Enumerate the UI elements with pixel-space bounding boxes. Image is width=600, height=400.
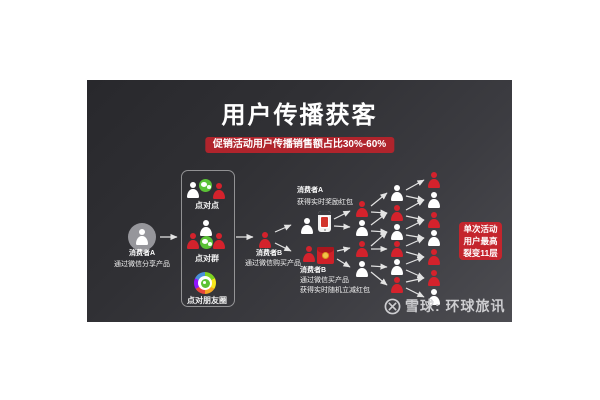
presentation-slide: 用户传播获客 促销活动用户传播销售额占比30%-60% 消费者A 通过微信分享产…	[87, 80, 512, 322]
user-icon-red	[427, 270, 441, 286]
reward-b-desc1: 通过微信买产品	[300, 277, 349, 284]
arrow	[370, 212, 388, 226]
arrow	[405, 251, 425, 259]
arrow	[370, 231, 388, 247]
user-icon-red	[427, 172, 441, 188]
xueqiu-logo-icon	[384, 298, 401, 314]
watermark-text: 雪球: 环球旅讯	[405, 298, 506, 314]
user-icon-white	[427, 230, 441, 246]
user-icon-red	[186, 233, 200, 249]
consumer-a-name: 消费者A	[128, 250, 156, 257]
consumer-b-desc: 通过微信购买产品	[245, 260, 301, 267]
user-icon-white	[135, 229, 149, 245]
wechat-icon	[199, 179, 212, 192]
channel-label: 点对群	[195, 254, 219, 263]
user-icon-red	[427, 212, 441, 228]
arrow	[405, 233, 425, 240]
user-icon-white	[427, 289, 441, 305]
user-icon-red	[390, 205, 404, 221]
reward-a-desc: 获得实时奖励红包	[297, 199, 353, 206]
reward-b-desc2: 获得实时随机立减红包	[300, 287, 370, 294]
arrow	[405, 219, 425, 230]
arrow	[336, 258, 351, 268]
user-icon-red	[390, 277, 404, 293]
arrow	[336, 246, 351, 253]
channel-label: 点对点	[195, 201, 219, 210]
arrow	[405, 215, 425, 222]
user-icon-white	[186, 182, 200, 198]
arrow	[405, 195, 425, 202]
arrow	[370, 192, 388, 207]
callout-line: 裂变11层	[463, 248, 498, 258]
page-title: 用户传播获客	[221, 102, 378, 129]
fission-depth-callout: 单次活动 用户最高 裂变11层	[459, 222, 502, 260]
consumer-b-name: 消费者B	[255, 250, 283, 257]
callout-line: 单次活动	[463, 224, 498, 234]
wechat-moments-icon	[194, 272, 216, 294]
promo-stat-badge: 促销活动用户传播销售额占比30%-60%	[204, 137, 395, 153]
user-icon-white	[390, 259, 404, 275]
arrow	[333, 210, 351, 220]
user-icon-white	[355, 220, 369, 236]
red-envelope-icon	[317, 247, 334, 264]
arrow	[405, 276, 425, 283]
channel-label: 点对朋友圈	[187, 296, 227, 305]
arrow	[333, 223, 351, 230]
wechat-icon	[200, 236, 213, 249]
wechat-channels-box	[181, 170, 235, 307]
consumer-a-avatar	[128, 223, 156, 251]
user-icon-white	[427, 192, 441, 208]
user-icon-red	[258, 232, 272, 248]
watermark: 雪球: 环球旅讯	[384, 297, 506, 315]
phone-red-packet-icon	[318, 211, 331, 232]
user-icon-red	[212, 183, 226, 199]
user-icon-red	[355, 201, 369, 217]
user-icon-red	[390, 241, 404, 257]
reward-b-name: 消费者B	[300, 267, 327, 274]
arrow	[370, 271, 388, 286]
arrow	[405, 179, 425, 191]
user-icon-white	[355, 261, 369, 277]
consumer-a-desc: 通过微信分享产品	[114, 261, 170, 268]
arrow	[405, 237, 425, 247]
user-icon-white	[300, 218, 314, 234]
arrow	[370, 263, 388, 270]
user-icon-white	[390, 185, 404, 201]
user-icon-red	[427, 249, 441, 265]
arrow	[370, 228, 388, 235]
arrow	[405, 256, 425, 265]
callout-line: 用户最高	[463, 236, 498, 246]
reward-a-name: 消费者A	[297, 187, 324, 194]
user-icon-red	[355, 241, 369, 257]
arrow	[370, 209, 388, 216]
arrow	[274, 224, 292, 233]
user-icon-red	[302, 246, 316, 262]
user-icon-white	[199, 220, 213, 236]
arrow	[405, 269, 425, 279]
user-icon-red	[212, 233, 226, 249]
arrow	[405, 199, 425, 211]
user-icon-white	[390, 224, 404, 240]
